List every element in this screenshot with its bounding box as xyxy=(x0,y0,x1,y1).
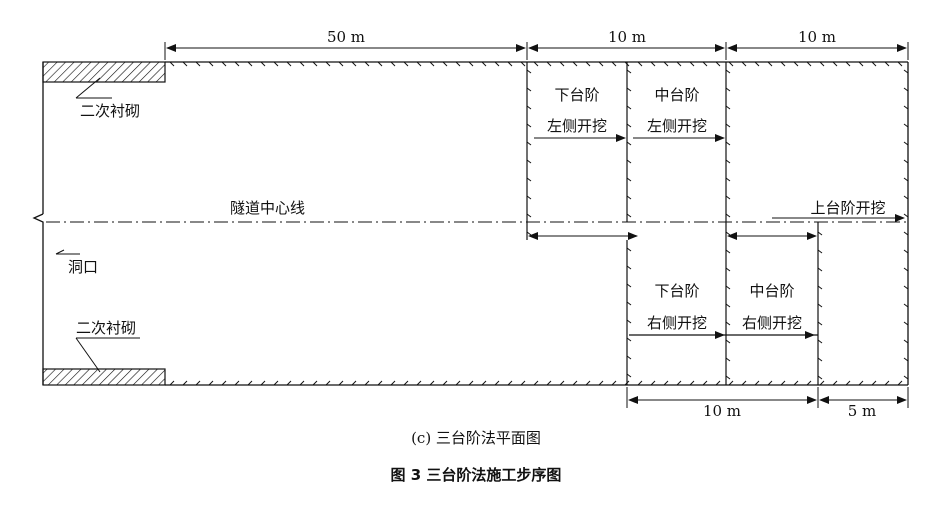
secondary-lining-top-block xyxy=(42,61,166,83)
lining-top-leader xyxy=(75,77,101,99)
label-middle-left-1: 中台阶 xyxy=(654,86,699,104)
excavation-face-lines xyxy=(526,62,819,385)
advance-arrows xyxy=(528,134,905,339)
secondary-lining-bottom-block xyxy=(42,368,166,386)
label-centerline: 隧道中心线 xyxy=(230,199,305,217)
label-lower-right-2: 右侧开挖 xyxy=(647,314,707,332)
label-lower-left-1: 下台阶 xyxy=(554,86,599,104)
label-middle-left-2: 左侧开挖 xyxy=(647,117,707,135)
dimension-bottom-2: 5 m xyxy=(848,402,877,420)
top-dimension-line xyxy=(164,42,909,60)
leader-lines xyxy=(55,77,140,373)
label-lower-right-1: 下台阶 xyxy=(654,282,699,300)
dimension-top-1: 50 m xyxy=(327,28,365,46)
dimension-top-2: 10 m xyxy=(608,28,646,46)
bottom-dimension-line xyxy=(626,387,909,408)
excavation-hatch-ticks xyxy=(169,61,909,386)
label-lining-top: 二次衬砌 xyxy=(80,102,140,120)
label-lining-bottom: 二次衬砌 xyxy=(76,319,136,337)
label-portal: 洞口 xyxy=(68,258,98,276)
label-middle-right-2: 右侧开挖 xyxy=(742,314,802,332)
dimension-top-3: 10 m xyxy=(798,28,836,46)
portal-break-mark xyxy=(32,213,44,226)
figure-title: 图 3 三台阶法施工步序图 xyxy=(391,466,562,484)
label-middle-right-1: 中台阶 xyxy=(749,282,794,300)
label-upper-bench: 上台阶开挖 xyxy=(810,199,885,217)
subfigure-caption: (c) 三台阶法平面图 xyxy=(411,429,541,447)
label-lower-left-2: 左侧开挖 xyxy=(547,117,607,135)
dimension-bottom-1: 10 m xyxy=(703,402,741,420)
